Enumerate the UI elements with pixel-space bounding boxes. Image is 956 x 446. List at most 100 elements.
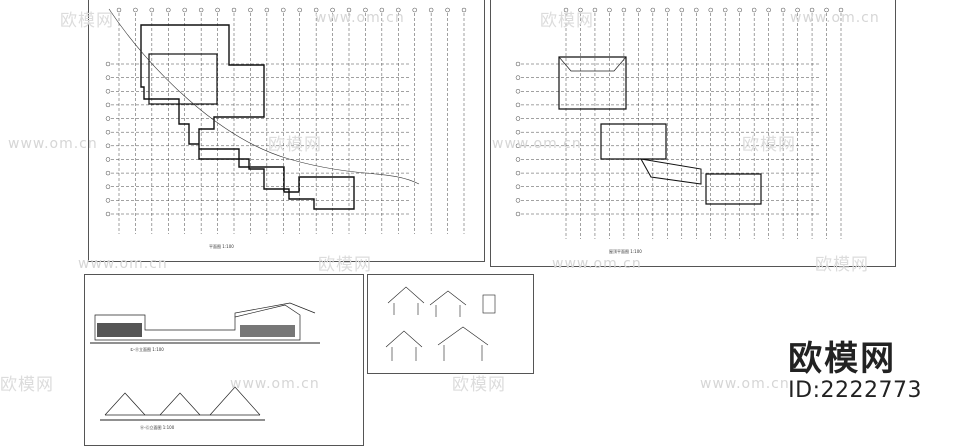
grid-bubble [182,7,187,13]
grid-bubble [231,7,237,13]
grid-bubble [215,7,220,13]
grid-bubble [515,75,521,80]
building-outline [140,24,355,210]
grid-bubble [105,143,111,149]
roof-block-1 [558,56,627,110]
elevation-lower [104,386,261,416]
elevation-caption-1: ①-⑪立面图 1:100 [130,347,164,352]
watermark-url: www.om.cn [552,256,642,272]
grid-bubble [105,170,111,176]
grid-bubble [116,7,122,13]
grid-bubble [665,7,670,13]
grid-bubble [105,75,111,80]
grid-bubble [515,129,521,135]
grid-bubble [838,7,844,13]
watermark-logo: 欧模网 [60,11,114,31]
watermark-logo: 欧模网 [268,135,322,155]
grid-bubble [515,170,521,176]
grid-bubble [563,7,569,13]
grid-bubble [105,102,111,108]
grid-bubble [105,157,111,162]
watermark-url: www.om.cn [230,376,320,392]
grid-bubble [264,7,270,13]
grid-bubble [515,184,521,189]
grid-bubble [607,7,612,13]
watermark-logo: 欧模网 [452,375,506,395]
section-drawing [385,286,496,361]
drawing-sheet-sections [367,274,534,374]
grid-bubble [679,7,685,13]
roof-plan-caption: 屋顶平面图 1:100 [609,249,642,254]
plan-drawing [105,7,467,234]
roof-plan-drawing [515,7,844,239]
grid-bubble [281,7,286,13]
grid-bubble [330,7,335,13]
grid-bubble [578,7,583,13]
grid-bubble [809,7,815,13]
grid-bubble [515,116,521,121]
grid-bubble [105,211,111,217]
grid-bubble [515,157,521,162]
grid-bubble [515,89,521,94]
watermark-url: www.om.cn [700,376,790,392]
grid-bubble [105,129,111,135]
grid-bubble [396,7,401,13]
grid-bubble [708,7,713,13]
watermark-logo: 欧模网 [815,255,869,275]
watermark-url: www.om.cn [8,136,98,152]
drawing-sheet-plan-grid: 平面图 1:100 [88,0,485,262]
grid-bubble [313,7,319,13]
grid-bubble [133,7,138,13]
grid-bubble [694,7,699,13]
grid-bubble [105,184,111,189]
section-e [437,326,489,361]
watermark-url: www.om.cn [315,10,405,26]
watermark-url: www.om.cn [492,136,582,152]
roof-hip-lines-1 [558,56,627,72]
elevation-upper [94,304,301,341]
grid-bubble [198,7,204,13]
grid-bubble [515,143,521,149]
watermark-url: www.om.cn [790,10,880,26]
grid-bubble [650,7,656,13]
grid-bubble [149,7,155,13]
grid-bubble [346,7,352,13]
watermark-logo: 欧模网 [0,375,54,395]
roof-block-2 [600,123,667,160]
brand-block: 欧模网 ID:2222773 [788,340,922,404]
vertical-grid-lines [116,7,467,234]
grid-bubble [105,116,111,121]
grid-bubble [166,7,171,13]
grid-bubble [722,7,728,13]
grid-bubble [412,7,417,13]
grid-bubble [766,7,771,13]
courtyard-outline [148,53,218,105]
grid-bubble [515,102,521,108]
watermark-logo: 欧模网 [540,11,594,31]
curve-line [108,8,420,185]
grid-bubble [621,7,627,13]
grid-bubble [737,7,742,13]
grid-bubble [515,61,521,67]
grid-bubble [592,7,598,13]
grid-bubble [363,7,368,13]
section-a [387,286,425,315]
grid-bubble [105,61,111,67]
drawing-sheet-elevations: ①-⑪立面图 1:100 Ⓐ-Ⓖ立面图 1:100 [84,274,364,446]
elevation-drawing [90,302,320,421]
watermark-logo: 欧模网 [318,255,372,275]
horizontal-grid-lines [105,61,409,217]
grid-bubble [445,7,450,13]
grid-bubble [248,7,253,13]
grid-bubble [428,7,434,13]
roof-connector [640,158,702,185]
grid-bubble [824,7,829,13]
section-d [385,330,423,361]
grid-bubble [751,7,757,13]
grid-bubble [636,7,641,13]
grid-bubble [461,7,467,13]
detail-c [482,294,496,314]
watermark-logo: 欧模网 [742,135,796,155]
grid-bubble [515,198,521,203]
grid-bubble [379,7,385,13]
